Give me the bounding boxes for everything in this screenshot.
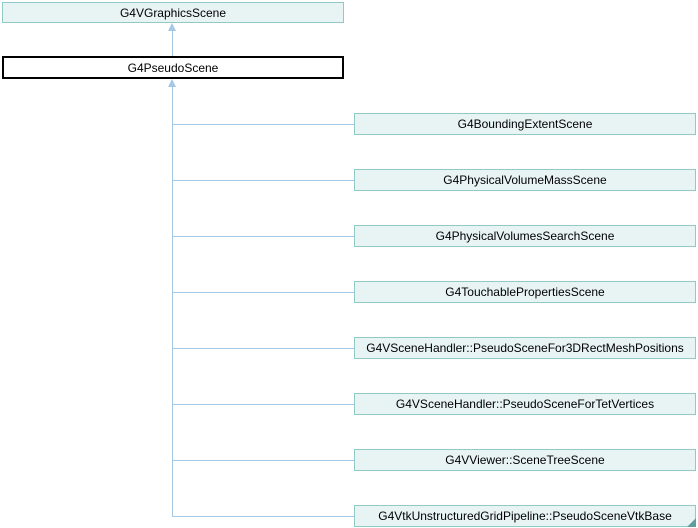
class-label-derived: G4TouchablePropertiesScene [445,285,605,299]
class-label-derived: G4VSceneHandler::PseudoSceneForTetVertic… [395,397,655,411]
edge-branch [172,292,354,293]
class-label-derived: G4VtkUnstructuredGridPipeline::PseudoSce… [378,509,672,523]
class-node-derived[interactable]: G4VViewer::SceneTreeScene [354,449,696,471]
class-node-derived[interactable]: G4PhysicalVolumeMassScene [354,169,696,191]
class-label-current: G4PseudoScene [127,60,219,75]
arrowhead-up-icon [168,79,176,87]
edge-branch [172,348,354,349]
edge-branch [172,180,354,181]
class-label-derived: G4PhysicalVolumesSearchScene [435,229,615,243]
class-label-derived: G4BoundingExtentScene [457,117,593,131]
class-node-derived[interactable]: G4VSceneHandler::PseudoSceneForTetVertic… [354,393,696,415]
class-label-derived: G4VSceneHandler::PseudoSceneFor3DRectMes… [366,341,684,355]
class-node-derived[interactable]: G4BoundingExtentScene [354,113,696,135]
class-node-base[interactable]: G4VGraphicsScene [2,2,344,23]
class-node-current: G4PseudoScene [2,56,344,79]
class-label-derived: G4PhysicalVolumeMassScene [443,173,607,187]
edge-branch [172,404,354,405]
edge-current-to-base [172,30,173,56]
edge-branch [172,516,354,517]
edge-branch [172,460,354,461]
class-node-derived[interactable]: G4TouchablePropertiesScene [354,281,696,303]
class-node-derived[interactable]: G4VSceneHandler::PseudoSceneFor3DRectMes… [354,337,696,359]
arrowhead-up-icon [168,23,176,31]
class-label-derived: G4VViewer::SceneTreeScene [445,453,605,467]
edge-branch [172,124,354,125]
class-label-base: G4VGraphicsScene [119,5,227,20]
class-node-derived[interactable]: G4PhysicalVolumesSearchScene [354,225,696,247]
class-node-derived[interactable]: G4VtkUnstructuredGridPipeline::PseudoSce… [354,505,696,527]
corner-fold-icon [687,518,696,527]
edge-trunk [172,86,173,517]
edge-branch [172,236,354,237]
